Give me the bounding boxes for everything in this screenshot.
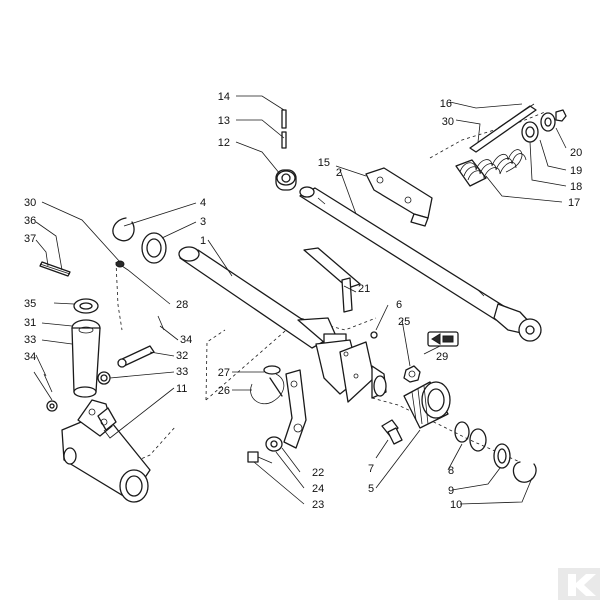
washers-18-20 [521, 109, 567, 143]
callout-33-right: 33 [176, 366, 188, 378]
bolt-23 [247, 451, 273, 464]
callout-11: 11 [176, 383, 187, 395]
callout-2: 2 [336, 167, 342, 179]
callout-27: 27 [218, 367, 230, 379]
callout-12: 12 [218, 137, 230, 149]
washer-33-right [97, 371, 111, 385]
callout-21: 21 [358, 283, 370, 295]
callout-7: 7 [368, 463, 374, 475]
main-tube-1 [178, 246, 387, 403]
callout-19: 19 [570, 165, 582, 177]
pin-30-left [115, 260, 125, 268]
assembly-dashed-lines [115, 111, 546, 469]
callout-3: 3 [200, 216, 206, 228]
ring-4 [112, 217, 135, 242]
callout-4: 4 [200, 197, 206, 209]
callout-8: 8 [448, 465, 454, 477]
callout-28: 28 [176, 299, 188, 311]
sleeve-5 [403, 381, 451, 429]
leader-lines [33, 95, 567, 505]
callout-20: 20 [570, 147, 582, 159]
callout-6: 6 [396, 299, 402, 311]
ball-6 [370, 331, 378, 339]
washer-24 [265, 436, 283, 452]
nut-25 [403, 365, 421, 383]
callout-18: 18 [570, 181, 582, 193]
callout-36: 36 [24, 215, 36, 227]
callout-13: 13 [218, 115, 230, 127]
pin-36-37 [39, 261, 71, 277]
k-logo-icon [558, 568, 600, 600]
callout-16: 16 [440, 98, 452, 110]
callout-25: 25 [398, 316, 410, 328]
callout-15: 15 [318, 157, 330, 169]
washer-35 [73, 298, 99, 314]
callout-32: 32 [176, 350, 188, 362]
callout-17: 17 [568, 197, 580, 209]
rod-16 [469, 103, 537, 153]
callout-31: 31 [24, 317, 36, 329]
callout-23: 23 [312, 499, 324, 511]
bushing-3 [141, 232, 167, 264]
callout-24: 24 [312, 483, 324, 495]
callout-35: 35 [24, 298, 36, 310]
bushing-31 [71, 319, 101, 398]
callout-9: 9 [448, 485, 454, 497]
lever-22 [283, 369, 307, 449]
callout-22: 22 [312, 467, 324, 479]
callout-1: 1 [200, 235, 206, 247]
callout-30-left: 30 [24, 197, 36, 209]
pin-stack-12-14 [275, 109, 297, 191]
bracket-15 [365, 167, 433, 227]
callout-5: 5 [368, 483, 374, 495]
hitch-11 [61, 399, 151, 503]
washer-33-left [46, 400, 58, 412]
callout-10: 10 [450, 499, 462, 511]
callout-30-top: 30 [442, 116, 454, 128]
callout-14: 14 [218, 91, 230, 103]
callout-34-left: 34 [24, 351, 36, 363]
callout-33-left: 33 [24, 334, 36, 346]
bolt-7 [381, 419, 403, 445]
tube-2 [299, 186, 542, 342]
callout-26: 26 [218, 385, 230, 397]
callout-34-right: 34 [180, 334, 192, 346]
spring-17 [455, 149, 527, 187]
shaft-21 [303, 247, 361, 313]
callout-29: 29 [436, 351, 448, 363]
arrow-plate-icon [427, 331, 459, 347]
pin-32 [117, 345, 155, 368]
callout-labels: 13 14 12 15 2 16 30 20 19 18 17 4 3 1 30… [24, 91, 582, 511]
cotter-pins-34 [43, 315, 165, 393]
lynch-pin-26-27 [250, 365, 285, 405]
callout-37: 37 [24, 233, 36, 245]
circlips-8-10 [454, 421, 537, 483]
